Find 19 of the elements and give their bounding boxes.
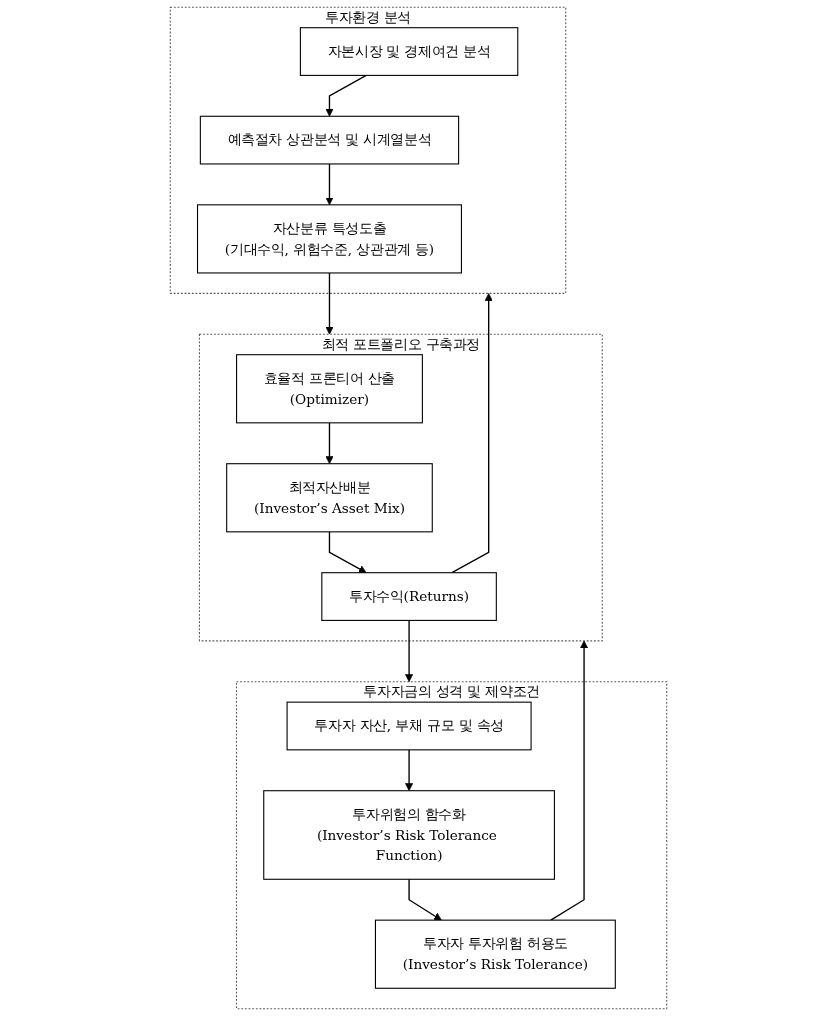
node-box: 투자자 자산, 부채 규모 및 속성 — [286, 701, 532, 751]
node-box: 최적자산배분 (Investor’s Asset Mix) — [225, 463, 433, 533]
arrow — [549, 640, 588, 921]
node-box: 투자위험의 함수화 (Investor’s Risk Tolerance Function) — [262, 790, 555, 880]
node-box: 투자수익(Returns) — [320, 572, 497, 621]
arrow — [407, 878, 442, 921]
arrow — [404, 619, 413, 683]
node-box: 투자자 투자위험 허용도 (Investor’s Risk Tolerance) — [374, 919, 616, 989]
node-box: 예측절차 상관분석 및 시계열분석 — [199, 115, 459, 165]
arrow — [404, 749, 413, 792]
arrow — [325, 272, 333, 335]
arrow — [450, 293, 493, 574]
arrow — [325, 163, 333, 206]
arrow — [325, 74, 367, 117]
node-box: 효율적 프론티어 산출 (Optimizer) — [235, 354, 423, 424]
node-box: 자산분류 특성도출 (기대수익, 위험수준, 상관관계 등) — [196, 204, 462, 274]
node-box: 자본시장 및 경제여건 분석 — [299, 27, 518, 76]
arrow — [328, 531, 367, 574]
arrow — [325, 422, 333, 465]
